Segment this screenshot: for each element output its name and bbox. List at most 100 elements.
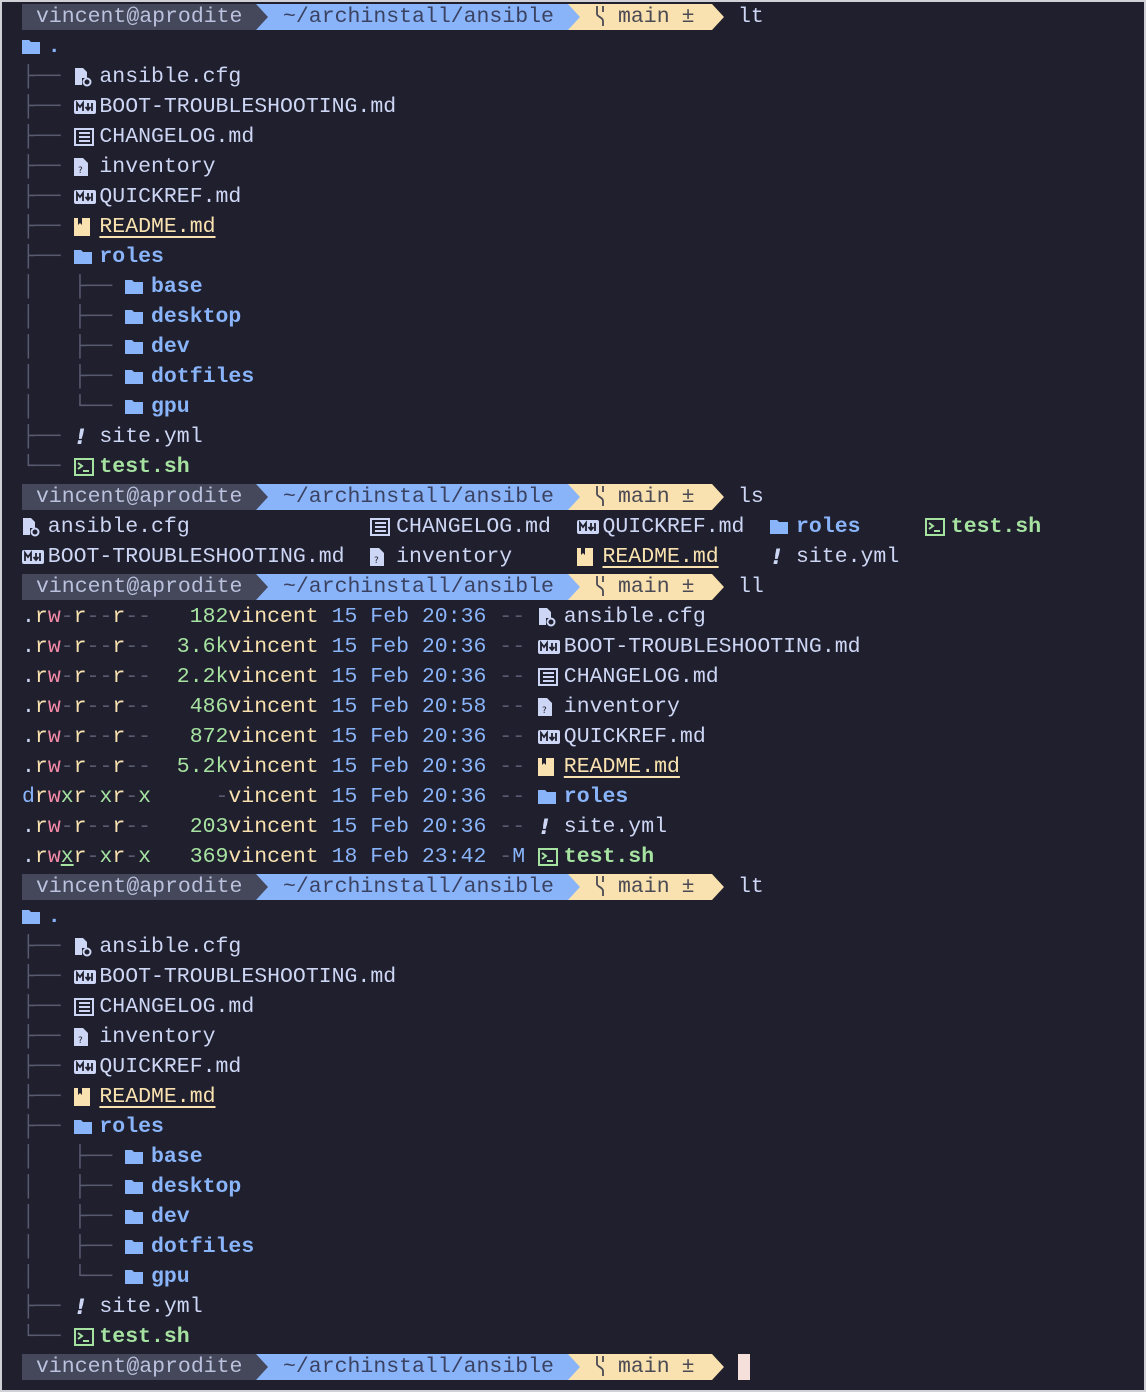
prompt-path: ~/archinstall/ansible xyxy=(283,575,554,599)
svg-text:!: ! xyxy=(772,546,782,568)
entry-name: test.sh xyxy=(563,845,655,869)
svg-text:!: ! xyxy=(76,1296,86,1318)
config-file-icon xyxy=(74,62,100,92)
tree-branch-lines: ├── xyxy=(22,185,74,209)
git-status: -- xyxy=(499,665,526,689)
tree-branch-lines: │ └── xyxy=(22,1265,126,1289)
git-branch-icon xyxy=(594,1355,606,1379)
entry-name: site.yml xyxy=(99,1295,203,1319)
file-date: 18 Feb 23:42 xyxy=(331,845,487,869)
tree-entry: ├── ?inventory xyxy=(22,1022,1122,1052)
entry-name: site.yml xyxy=(99,425,203,449)
entry-name: dev xyxy=(151,1205,190,1229)
permissions: .rw-r--r-- xyxy=(22,755,152,779)
file-owner: vincent xyxy=(228,605,319,629)
git-branch-icon xyxy=(594,5,606,29)
tree-branch-lines: └── xyxy=(22,1325,74,1349)
tree-branch-lines: ├── xyxy=(22,245,74,269)
svg-text:?: ? xyxy=(542,706,547,716)
tree-entry: ├── ! site.yml xyxy=(22,1292,1122,1322)
tree-entry: ├── README.md xyxy=(22,1082,1122,1112)
terminal-icon xyxy=(925,512,951,542)
tree-entry: │ ├── dev xyxy=(22,332,1122,362)
entry-name: base xyxy=(151,1145,203,1169)
file-owner: vincent xyxy=(228,725,319,749)
git-status: -- xyxy=(499,635,526,659)
entry-name: inventory xyxy=(563,695,680,719)
tree-branch-lines: │ ├── xyxy=(22,1175,126,1199)
svg-text:?: ? xyxy=(374,556,379,566)
git-status: -- xyxy=(499,815,526,839)
tree-entry: │ ├── dev xyxy=(22,1202,1122,1232)
tree-branch-lines: ├── xyxy=(22,1085,74,1109)
git-branch-name: main xyxy=(618,5,670,29)
git-branch-name: main xyxy=(618,485,670,509)
svg-text:?: ? xyxy=(78,166,83,176)
prompt-path: ~/archinstall/ansible xyxy=(283,5,554,29)
git-status: -- xyxy=(499,725,526,749)
file-date: 15 Feb 20:36 xyxy=(331,725,487,749)
file-date: 15 Feb 20:36 xyxy=(331,815,487,839)
entry-name: CHANGELOG.md xyxy=(396,515,551,539)
file-date: 15 Feb 20:36 xyxy=(331,785,487,809)
tree-entry: ├── BOOT-TROUBLESHOOTING.md xyxy=(22,962,1122,992)
file-owner: vincent xyxy=(228,695,319,719)
markdown-icon xyxy=(73,962,100,992)
git-status: ± xyxy=(681,1355,695,1379)
prompt-user: vincent@aprodite xyxy=(36,5,243,29)
entry-name: QUICKREF.md xyxy=(563,725,706,749)
entry-name: inventory xyxy=(396,545,513,569)
entry-name: BOOT-TROUBLESHOOTING.md xyxy=(563,635,861,659)
tree-entry: │ ├── dotfiles xyxy=(22,1232,1122,1262)
tree-entry: ├── roles xyxy=(22,242,1122,272)
entry-name: dotfiles xyxy=(151,365,255,389)
prompt-user-segment: vincent@aprodite xyxy=(22,1354,268,1380)
command-text: lt xyxy=(738,875,764,899)
entry-name: ansible.cfg xyxy=(99,935,242,959)
git-status: ± xyxy=(681,875,695,899)
folder-icon xyxy=(125,1142,151,1172)
tree-branch-lines: ├── xyxy=(22,1295,74,1319)
entry-name: ansible.cfg xyxy=(563,605,706,629)
git-branch-icon xyxy=(594,575,606,599)
permissions: .rwxr-xr-x xyxy=(22,845,152,869)
entry-name: CHANGELOG.md xyxy=(99,125,255,149)
terminal-cursor[interactable] xyxy=(738,1354,750,1380)
config-file-icon xyxy=(74,932,100,962)
entry-name: ansible.cfg xyxy=(99,65,242,89)
entry-name: test.sh xyxy=(950,515,1042,539)
git-branch-name: main xyxy=(618,1355,670,1379)
prompt-git-segment: main ± xyxy=(568,1354,724,1380)
entry-name: README.md xyxy=(99,215,216,239)
file-date: 15 Feb 20:36 xyxy=(331,605,487,629)
tree-entry: ├── README.md xyxy=(22,212,1122,242)
entry-name: desktop xyxy=(151,1175,242,1199)
prompt-user-segment: vincent@aprodite xyxy=(22,874,268,900)
prompt-path-segment: ~/archinstall/ansible xyxy=(256,1354,580,1380)
permissions: .rw-r--r-- xyxy=(22,635,152,659)
tree-branch-lines: │ ├── xyxy=(22,335,126,359)
entry-name: desktop xyxy=(151,305,242,329)
file-owner: vincent xyxy=(228,755,319,779)
entry-name: dev xyxy=(151,335,190,359)
file-size: 872 xyxy=(189,725,229,749)
tree-entry: └── test.sh xyxy=(22,1322,1122,1352)
config-file-icon xyxy=(22,512,48,542)
permissions: drwxr-xr-x xyxy=(22,785,152,809)
readme-icon xyxy=(73,212,100,242)
tree-entry: ├── ansible.cfg xyxy=(22,932,1122,962)
tree-branch-lines: │ └── xyxy=(22,395,126,419)
tree-entry: ├── CHANGELOG.md xyxy=(22,992,1122,1022)
file-owner: vincent xyxy=(228,665,319,689)
markdown-icon xyxy=(576,512,603,542)
prompt-git-segment: main± xyxy=(568,574,724,600)
tree-branch-lines: ├── xyxy=(22,1025,74,1049)
file-date: 15 Feb 20:36 xyxy=(331,635,487,659)
